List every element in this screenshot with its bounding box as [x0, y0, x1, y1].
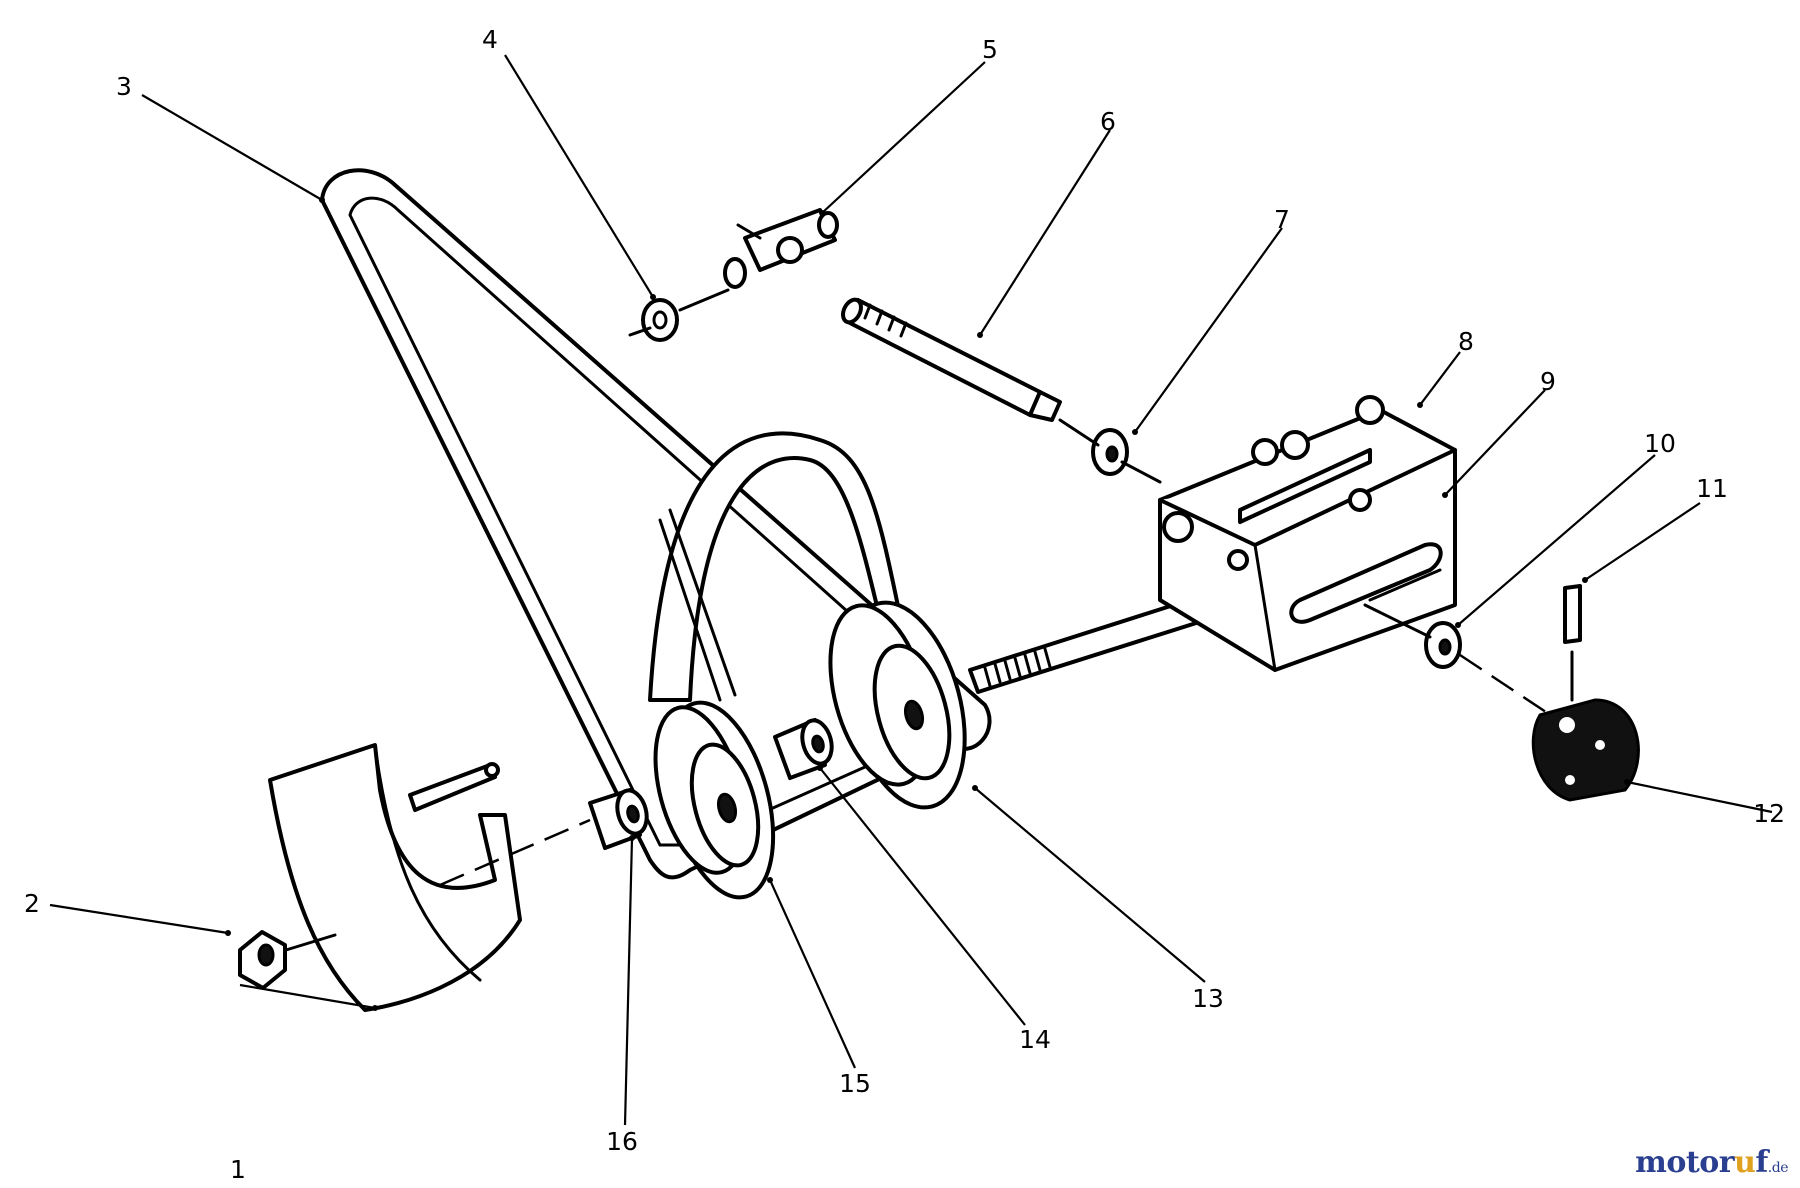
leader-dots: [225, 197, 1630, 1011]
roll-pin: [1563, 584, 1582, 702]
washer-7: [1058, 418, 1162, 484]
knob-axis-line: [1459, 653, 1556, 720]
watermark-logo: motoruf.de: [1635, 1145, 1788, 1180]
callout-8: 8: [1458, 327, 1474, 356]
callout-9: 9: [1540, 367, 1556, 396]
nut: [238, 930, 337, 990]
belt-guard: [268, 743, 522, 1012]
retaining-ring: [628, 288, 730, 342]
callout-1: 1: [230, 1155, 246, 1184]
bracket-housing: [1158, 395, 1457, 672]
callout-5: 5: [982, 35, 998, 64]
small-pulley: [653, 700, 776, 900]
callout-10: 10: [1644, 429, 1676, 458]
callout-4: 4: [482, 25, 498, 54]
callout-14: 14: [1019, 1025, 1051, 1054]
callout-12: 12: [1753, 799, 1785, 828]
watermark-accent: u: [1734, 1145, 1756, 1180]
callout-13: 13: [1192, 984, 1224, 1013]
callout-labels: 1 2 3 4 5 6 7 8 9 10 11 12 13 14 15 16: [24, 25, 1785, 1184]
watermark-tld: .de: [1767, 1160, 1789, 1176]
guard-axis-line: [439, 818, 591, 887]
watermark-end: f: [1755, 1145, 1768, 1180]
knob: [1531, 698, 1640, 802]
callout-11: 11: [1696, 474, 1728, 503]
large-pulley: [828, 600, 967, 810]
bushing-14: [773, 718, 834, 780]
washer-10: [1363, 603, 1462, 669]
callout-6: 6: [1100, 107, 1116, 136]
slot-plate: [1368, 568, 1442, 602]
callout-15: 15: [839, 1069, 871, 1098]
watermark-main: motor: [1635, 1145, 1735, 1180]
callout-7: 7: [1274, 205, 1290, 234]
leader-lines: [49, 54, 1773, 1126]
pivot-block: [723, 208, 839, 289]
callout-2: 2: [24, 889, 40, 918]
callout-3: 3: [116, 72, 132, 101]
callout-16: 16: [606, 1127, 638, 1156]
threaded-rod: [841, 297, 1062, 422]
bushing-16: [588, 788, 649, 850]
